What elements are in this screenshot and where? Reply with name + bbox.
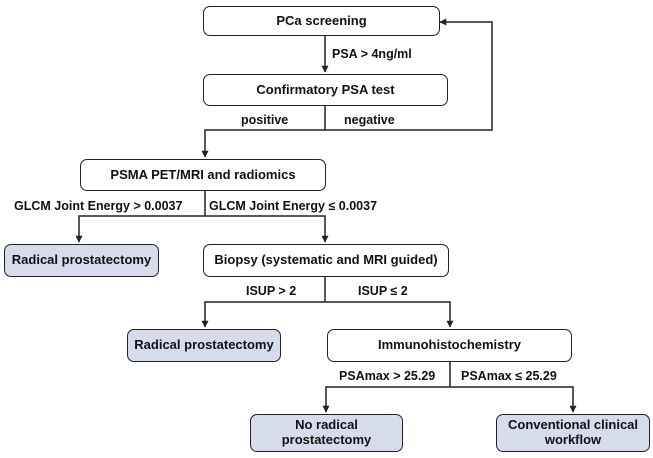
label-glcm-low: GLCM Joint Energy ≤ 0.0037 xyxy=(209,199,378,213)
node-no-radical-prostatectomy: No radical prostatectomy xyxy=(250,414,403,452)
arrow-negative-loop xyxy=(324,18,493,131)
label-positive: positive xyxy=(241,113,289,127)
node-biopsy: Biopsy (systematic and MRI guided) xyxy=(203,244,449,277)
arrow-isup-low xyxy=(325,301,454,328)
label-isup-low: ISUP ≤ 2 xyxy=(358,284,408,298)
arrow-positive-to-psma xyxy=(201,129,325,158)
node-confirmatory-psa-test: Confirmatory PSA test xyxy=(203,74,448,106)
arrow-psamax-low xyxy=(450,386,577,413)
arrow-glcm-high xyxy=(75,215,205,243)
label-isup-high: ISUP > 2 xyxy=(246,284,297,298)
node-radical-prostatectomy-mid: Radical prostatectomy xyxy=(127,329,281,362)
label-negative: negative xyxy=(344,113,395,127)
arrow-psamax-high xyxy=(322,386,450,413)
node-conventional-clinical-workflow: Conventional clinical workflow xyxy=(496,414,650,452)
arrow-isup-high xyxy=(201,301,325,328)
label-glcm-high: GLCM Joint Energy > 0.0037 xyxy=(14,199,183,213)
node-immunohistochemistry: Immunohistochemistry xyxy=(327,329,572,362)
node-psma-pet-mri: PSMA PET/MRI and radiomics xyxy=(80,159,326,191)
node-radical-prostatectomy-left: Radical prostatectomy xyxy=(4,244,159,277)
label-psamax-high: PSAmax > 25.29 xyxy=(339,369,436,383)
node-pca-screening: PCa screening xyxy=(203,6,440,36)
label-psamax-low: PSAmax ≤ 25.29 xyxy=(461,369,557,383)
label-psa-threshold: PSA > 4ng/ml xyxy=(332,47,412,61)
arrow-glcm-low xyxy=(205,215,329,243)
